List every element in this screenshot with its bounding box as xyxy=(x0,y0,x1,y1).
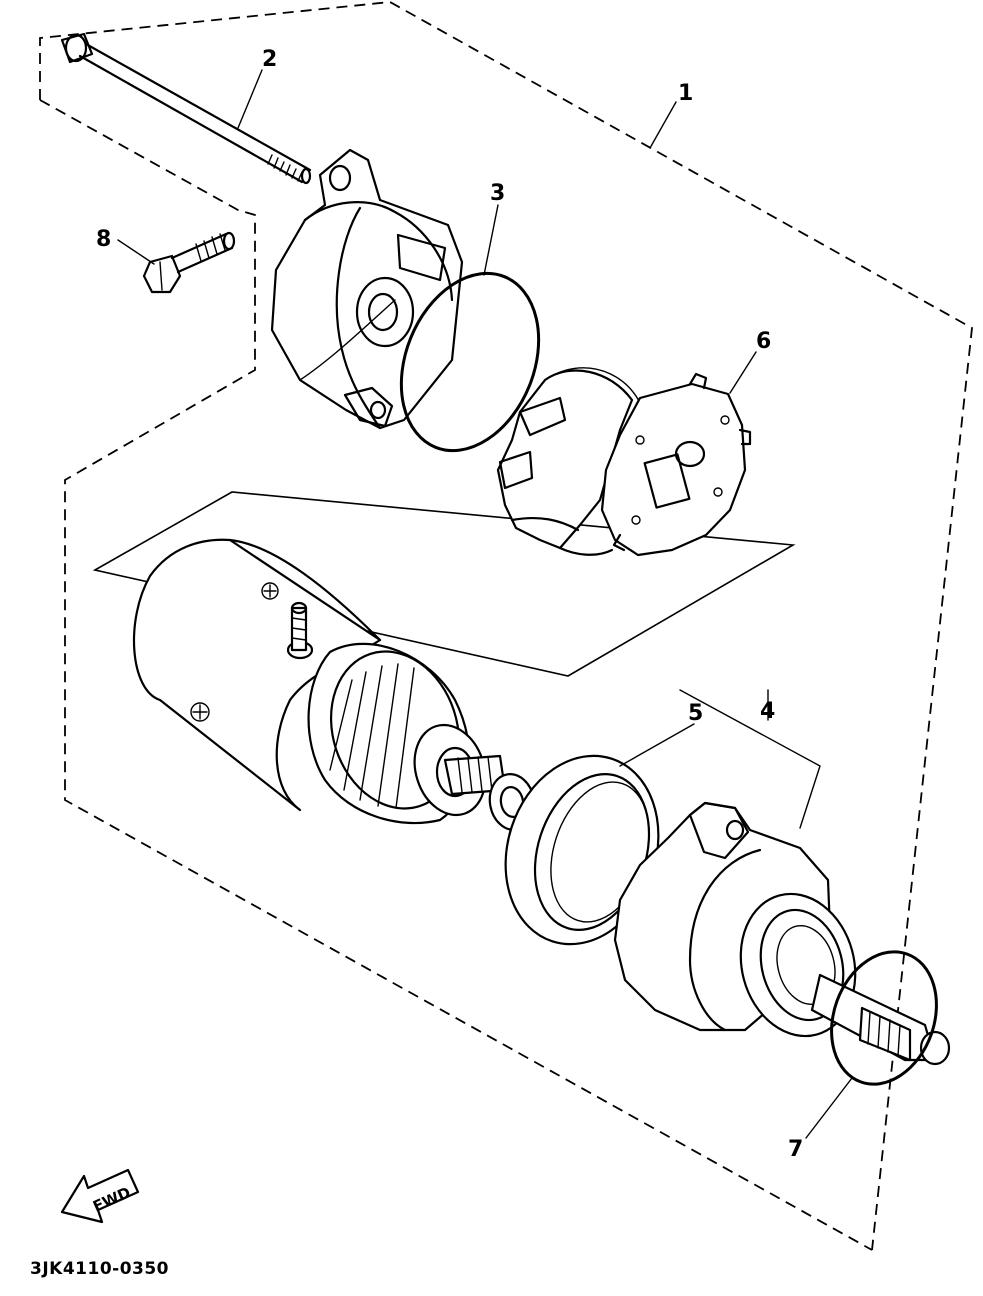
rear-end-cover xyxy=(270,148,464,430)
through-bolt xyxy=(60,32,312,185)
fwd-direction-arrow: FWD xyxy=(60,1168,140,1224)
callout-2: 2 xyxy=(262,47,277,72)
brush-holder xyxy=(496,367,646,556)
assembly-boundary xyxy=(39,1,973,1251)
callout-5: 5 xyxy=(688,701,703,726)
gasket-ring xyxy=(504,754,660,946)
o-ring-rear xyxy=(399,271,541,453)
leader-lines xyxy=(117,69,853,1139)
motor-yoke xyxy=(132,538,382,812)
callout-7: 7 xyxy=(788,1137,803,1162)
diagram-code: 3JK4110-0350 xyxy=(30,1259,169,1279)
callout-labels: 1 2 3 4 5 6 7 8 xyxy=(96,47,803,1162)
subassembly-boundary xyxy=(92,491,796,677)
mounting-bolt xyxy=(142,231,236,294)
callout-6: 6 xyxy=(756,329,771,354)
front-cover xyxy=(613,801,951,1066)
callout-4: 4 xyxy=(760,699,775,724)
o-ring-front xyxy=(830,950,938,1086)
armature-commutator xyxy=(307,642,507,825)
brush-plate xyxy=(600,372,752,557)
callout-3: 3 xyxy=(490,181,505,206)
callout-8: 8 xyxy=(96,227,111,252)
callout-1: 1 xyxy=(678,81,693,106)
